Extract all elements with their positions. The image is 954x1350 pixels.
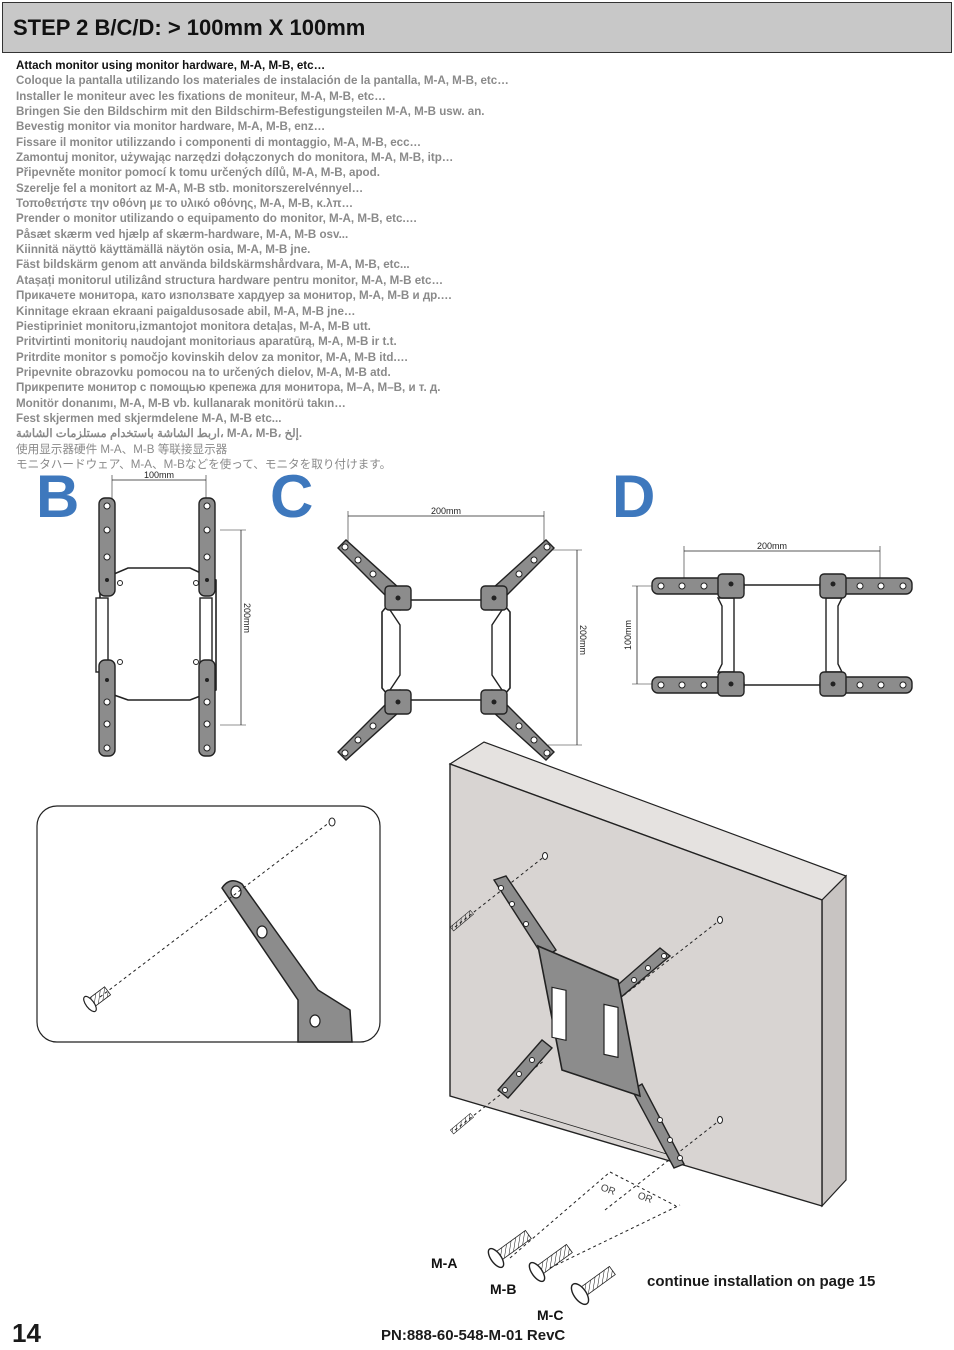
instruction-line: Szerelje fel a monitort az M-A, M-B stb.… [16, 181, 364, 195]
instruction-line: Installer le moniteur avec les fixations… [16, 89, 386, 103]
screw-mc-icon [570, 1265, 616, 1306]
part-label-mc: M-C [537, 1307, 564, 1323]
instruction-line: Bevestig monitor via monitor hardware, M… [16, 120, 326, 134]
instruction-line: Kinnitage ekraan ekraani paigaldusosade … [16, 304, 356, 318]
screw-ma-icon [487, 1229, 532, 1269]
instruction-line: Monitör donanımı, M-A, M-B vb. kullanara… [16, 396, 346, 410]
instruction-line: モニタハードウェア、M-A、M-Bなどを使って、モニタを取り付けます。 [16, 457, 392, 471]
variant-d-diagram: 200mm 100mm [623, 541, 913, 697]
instruction-line: Prender o monitor utilizando o equipamen… [16, 212, 418, 226]
instruction-line: Fissare il monitor utilizzando i compone… [16, 135, 422, 149]
part-number: PN:888-60-548-M-01 RevC [381, 1327, 566, 1344]
c-width-dimension: 200mm [431, 506, 461, 516]
instruction-line: Coloque la pantalla utilizando los mater… [16, 74, 509, 88]
instruction-line: Připevněte monitor pomocí k tomu určenýc… [16, 166, 380, 180]
instruction-line: Прикрепите монитор с помощью крепежа для… [16, 381, 441, 395]
instruction-line: Pritvirtinti monitorių naudojant monitor… [16, 335, 397, 349]
d-width-dimension: 200mm [757, 541, 787, 551]
part-label-ma: M-A [431, 1255, 458, 1271]
variant-b-diagram: 100mm 200mm [95, 470, 252, 757]
instruction-line: Прикачете монитора, като използвате хард… [16, 289, 453, 303]
instruction-line: Fäst bildskärm genom att använda bildskä… [16, 258, 410, 272]
variant-b-letter: B [36, 463, 80, 530]
step-title: STEP 2 B/C/D: > 100mm X 100mm [13, 15, 366, 40]
continue-note: continue installation on page 15 [647, 1273, 876, 1290]
wall-install-diagram: OR OR [448, 741, 848, 1306]
instruction-line: Pritrdite monitor s pomočjo kovinskih de… [16, 350, 409, 364]
part-label-mb: M-B [490, 1281, 517, 1297]
b-width-dimension: 100mm [144, 470, 174, 480]
instruction-line: Atașați monitorul utilizând structura ha… [16, 273, 444, 287]
c-height-dimension: 200mm [578, 625, 588, 655]
variant-d-letter: D [612, 463, 656, 530]
d-height-dimension: 100mm [623, 620, 633, 650]
instruction-line: Fest skjermen med skjermdelene M-A, M-B … [16, 411, 282, 425]
instruction-line: Påsæt skærm ved hjælp af skærm-hardware,… [16, 227, 349, 241]
instruction-line: 使用显示器硬件 M-A、M-B 等联接显示器 [16, 442, 228, 456]
step-header: STEP 2 B/C/D: > 100mm X 100mm [2, 2, 952, 53]
or-label-2: OR [636, 1190, 654, 1205]
instruction-line: Bringen Sie den Bildschirm mit den Bilds… [16, 105, 485, 119]
screw-detail-callout [36, 805, 381, 1043]
instruction-line: اربط الشاشة باستخدام مستلزمات الشاشة، M-… [16, 427, 303, 441]
instruction-line: Zamontuj monitor, używając narzędzi dołą… [16, 151, 454, 165]
instruction-line: Piestipriniet monitoru,izmantojot monito… [16, 319, 371, 333]
instruction-list: Attach monitor using monitor hardware, M… [16, 58, 509, 472]
b-height-dimension: 200mm [242, 603, 252, 633]
instruction-line: Τοποθετήστε την οθόνη με το υλικό οθόνης… [16, 197, 354, 211]
page-number: 14 [12, 1318, 41, 1348]
instruction-line: Kiinnitä näyttö käyttämällä näytön osia,… [16, 243, 311, 257]
variant-c-diagram: 200mm 200mm [337, 506, 588, 761]
instruction-line: Attach monitor using monitor hardware, M… [16, 59, 326, 72]
or-label-1: OR [599, 1182, 617, 1197]
instruction-line: Pripevnite obrazovku pomocou na to určen… [16, 365, 391, 379]
variant-c-letter: C [270, 463, 314, 530]
screw-mb-icon [528, 1243, 573, 1283]
